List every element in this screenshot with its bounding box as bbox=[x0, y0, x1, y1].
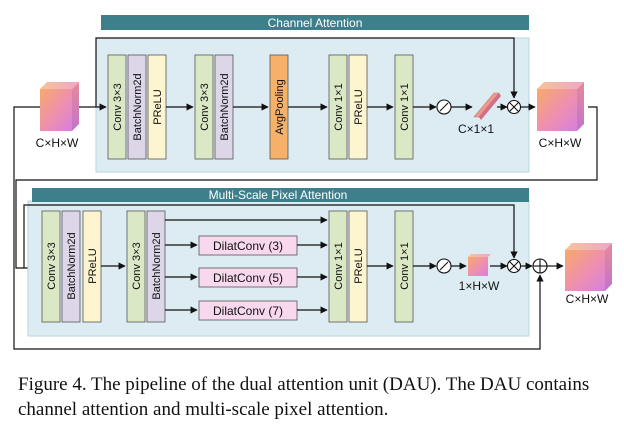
pa-skip-connection bbox=[23, 204, 518, 268]
figure-caption: Figure 4. The pipeline of the dual atten… bbox=[18, 374, 590, 420]
ca-conv1x1-1: Conv 1×1 bbox=[328, 54, 348, 160]
pa-conv3x3-2-label: Conv 3×3 bbox=[131, 242, 143, 289]
ca-prelu-1-label: PReLU bbox=[152, 89, 164, 125]
pa-map-label: 1×H×W bbox=[459, 279, 500, 293]
ca-avgpooling-label: AvgPooling bbox=[274, 79, 286, 134]
pa-multiply-icon bbox=[506, 258, 522, 274]
pa-prelu-1-label: PReLU bbox=[87, 248, 99, 284]
ca-conv3x3-1: Conv 3×3 bbox=[107, 54, 127, 160]
ca-prelu-1: PReLU bbox=[147, 54, 167, 160]
pa-prelu-2: PReLU bbox=[348, 210, 368, 323]
pa-batchnorm-2: BatchNorm2d bbox=[146, 210, 166, 323]
ca-prelu-2: PReLU bbox=[348, 54, 368, 160]
dilatconv-3-label: DilatConv (3) bbox=[213, 239, 283, 253]
pa-batchnorm-2-label: BatchNorm2d bbox=[151, 232, 163, 299]
ca-batchnorm-2-label: BatchNorm2d bbox=[219, 73, 231, 140]
ca-batchnorm-2: BatchNorm2d bbox=[214, 54, 234, 160]
pa-conv1x1-1-label: Conv 1×1 bbox=[333, 242, 345, 289]
pa-conv3x3-2: Conv 3×3 bbox=[126, 210, 146, 323]
ca-prelu-2-label: PReLU bbox=[353, 89, 365, 125]
pa-prelu-1: PReLU bbox=[82, 210, 102, 323]
final-output-cube bbox=[565, 243, 612, 291]
channel-attention-title: Channel Attention bbox=[268, 16, 363, 30]
channel-attention-header bbox=[101, 15, 529, 30]
ca-output-cube bbox=[537, 82, 584, 131]
pa-conv1x1-1: Conv 1×1 bbox=[328, 210, 348, 323]
pixel-attention-header bbox=[32, 188, 529, 202]
dilatconv-3: DilatConv (3) bbox=[198, 235, 298, 256]
ca-conv1x1-2: Conv 1×1 bbox=[394, 54, 414, 160]
ca-output-label: C×H×W bbox=[539, 136, 582, 150]
ca-multiply-icon bbox=[506, 99, 522, 115]
ca-conv1x1-1-label: Conv 1×1 bbox=[333, 83, 345, 130]
ca-batchnorm-1: BatchNorm2d bbox=[127, 54, 147, 160]
ca-to-pa-connection bbox=[15, 106, 598, 272]
pa-conv3x3-1: Conv 3×3 bbox=[41, 210, 61, 323]
pixel-attention-title: Multi-Scale Pixel Attention bbox=[209, 188, 348, 202]
ca-conv3x3-2-label: Conv 3×3 bbox=[199, 83, 211, 130]
pa-conv1x1-2: Conv 1×1 bbox=[394, 210, 414, 323]
pa-batchnorm-1-label: BatchNorm2d bbox=[66, 232, 78, 299]
ca-vector bbox=[473, 92, 501, 120]
ca-skip-connection bbox=[95, 37, 518, 107]
ca-conv1x1-2-label: Conv 1×1 bbox=[399, 83, 411, 130]
ca-conv3x3-2: Conv 3×3 bbox=[194, 54, 214, 160]
pa-conv1x1-2-label: Conv 1×1 bbox=[399, 242, 411, 289]
pa-prelu-2-label: PReLU bbox=[353, 248, 365, 284]
ca-sigmoid-icon bbox=[436, 99, 452, 115]
dilatconv-7: DilatConv (7) bbox=[198, 300, 298, 321]
channel-attention-panel bbox=[95, 37, 530, 173]
pa-batchnorm-1: BatchNorm2d bbox=[61, 210, 81, 323]
input-cube-label: C×H×W bbox=[36, 136, 79, 150]
ca-batchnorm-1-label: BatchNorm2d bbox=[132, 73, 144, 140]
ca-avgpooling: AvgPooling bbox=[269, 54, 289, 160]
dilatconv-5: DilatConv (5) bbox=[198, 267, 298, 288]
pa-conv3x3-1-label: Conv 3×3 bbox=[46, 242, 58, 289]
final-output-label: C×H×W bbox=[566, 292, 609, 306]
pa-sigmoid-icon bbox=[436, 258, 452, 274]
add-icon bbox=[532, 258, 548, 274]
ca-vector-label: C×1×1 bbox=[458, 122, 494, 136]
ca-conv3x3-1-label: Conv 3×3 bbox=[112, 83, 124, 130]
input-feature-cube bbox=[40, 82, 79, 131]
input-bypass-line bbox=[13, 106, 544, 350]
dilatconv-5-label: DilatConv (5) bbox=[213, 271, 283, 285]
dilatconv-7-label: DilatConv (7) bbox=[213, 304, 283, 318]
pa-attention-map bbox=[468, 254, 491, 276]
